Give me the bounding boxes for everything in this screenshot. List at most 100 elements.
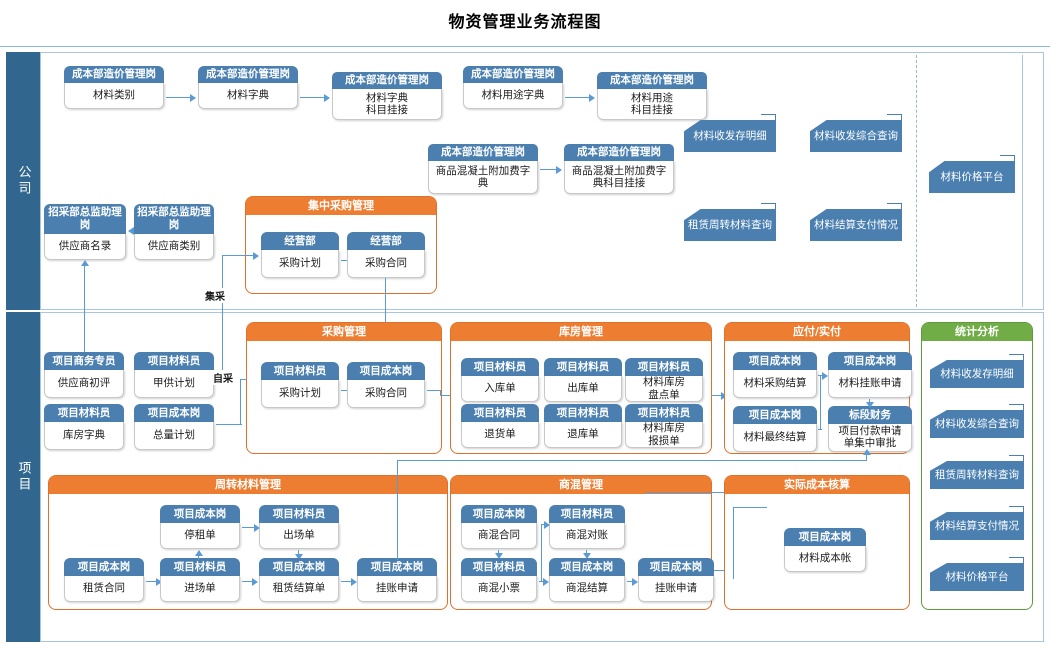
process-box-material-usage-subject-link[interactable]: 成本部造价管理岗 材料用途 科目挂接 — [597, 72, 707, 120]
process-box-task: 材料最终结算 — [733, 424, 817, 452]
process-box-role: 项目成本岗 — [784, 528, 866, 546]
connector — [440, 390, 442, 396]
process-box-task: 采购合同 — [347, 380, 425, 408]
connector — [242, 581, 254, 583]
process-box-task: 材料挂账申请 — [828, 370, 912, 398]
connector — [216, 424, 242, 426]
process-box-project-purchase-contract[interactable]: 项目成本岗 采购合同 — [347, 362, 425, 408]
process-box-task: 进场单 — [160, 576, 240, 602]
process-box-material-usage-dictionary[interactable]: 成本部造价管理岗 材料用途字典 — [463, 66, 563, 118]
process-box-concrete-surcharge-dictionary[interactable]: 成本部造价管理岗 商品混凝土附加费字典 — [428, 144, 538, 194]
process-box-task: 租赁合同 — [64, 576, 144, 602]
report-label: 材料收发存明细 — [684, 120, 776, 152]
connector — [733, 507, 767, 509]
process-box-task: 供应商名录 — [44, 234, 126, 260]
process-box-task: 出场单 — [259, 523, 339, 549]
connector — [712, 395, 724, 397]
process-box-supplier-category[interactable]: 招采部总监助理岗 供应商类别 — [134, 204, 214, 260]
process-box-role: 项目材料员 — [160, 558, 240, 576]
process-box-role: 项目材料员 — [44, 404, 124, 422]
process-box-concrete-settlement[interactable]: 项目成本岗 商混结算 — [549, 558, 625, 602]
lane-label-company: 公司 — [6, 52, 40, 310]
process-box-role: 项目成本岗 — [134, 404, 214, 422]
process-box-material-accrual-request[interactable]: 项目成本岗 材料挂账申请 — [828, 352, 912, 398]
process-box-return-warehouse-order[interactable]: 项目材料员 退库单 — [544, 404, 622, 448]
report-label: 材料价格平台 — [930, 563, 1024, 591]
process-box-owner-supply-plan[interactable]: 项目材料员 甲供计划 — [134, 352, 214, 398]
process-box-role: 项目成本岗 — [160, 505, 240, 523]
edge-label-self-purchase: 自采 — [212, 370, 234, 385]
process-box-material-purchase-settlement[interactable]: 项目成本岗 材料采购结算 — [733, 352, 817, 398]
process-box-concrete-surcharge-subject-link[interactable]: 成本部造价管理岗 商品混凝土附加费字典科目挂接 — [564, 144, 674, 194]
process-box-total-quantity-plan[interactable]: 项目成本岗 总量计划 — [134, 404, 214, 450]
process-box-role: 成本部造价管理岗 — [597, 72, 707, 89]
process-box-task: 商混小票 — [461, 576, 537, 602]
process-box-task: 商品混凝土附加费字典科目挂接 — [564, 161, 674, 194]
process-box-concrete-contract[interactable]: 项目成本岗 商混合同 — [461, 505, 537, 549]
process-box-material-category[interactable]: 成本部造价管理岗 材料类别 — [64, 66, 164, 118]
process-box-central-purchase-plan[interactable]: 经营部 采购计划 — [261, 232, 339, 278]
edge-label-central-purchase: 集采 — [204, 288, 226, 303]
process-box-material-final-settlement[interactable]: 项目成本岗 材料最终结算 — [733, 406, 817, 452]
stat-report-material-receipt-detail[interactable]: 材料收发存明细 — [930, 354, 1024, 388]
report-label: 材料收发综合查询 — [930, 410, 1024, 438]
process-box-warehouse-stocktaking[interactable]: 项目材料员 材料库房 盘点单 — [625, 358, 703, 402]
process-box-concrete-reconciliation[interactable]: 项目材料员 商混对账 — [549, 505, 625, 549]
connector — [146, 581, 158, 583]
process-box-lease-settlement-order[interactable]: 项目成本岗 租赁结算单 — [259, 558, 339, 602]
process-box-concrete-ticket[interactable]: 项目材料员 商混小票 — [461, 558, 537, 602]
process-box-role: 经营部 — [261, 232, 339, 250]
process-box-lease-contract[interactable]: 项目成本岗 租赁合同 — [64, 558, 144, 602]
process-box-task: 材料库房 报损单 — [625, 422, 703, 448]
process-box-role: 项目成本岗 — [828, 352, 912, 370]
process-box-task: 采购计划 — [261, 380, 339, 408]
process-box-return-goods-order[interactable]: 项目材料员 退货单 — [461, 404, 539, 448]
process-box-turnover-accrual-request[interactable]: 项目成本岗 挂账申请 — [357, 558, 437, 602]
stat-report-material-price-platform[interactable]: 材料价格平台 — [930, 557, 1024, 591]
process-box-concrete-accrual-request[interactable]: 项目成本岗 挂账申请 — [638, 558, 714, 602]
stat-report-material-settlement-payment[interactable]: 材料结算支付情况 — [930, 506, 1024, 540]
process-box-task: 材料库房 盘点单 — [625, 376, 703, 402]
report-label: 材料结算支付情况 — [930, 512, 1024, 540]
report-material-comprehensive-query[interactable]: 材料收发综合查询 — [810, 114, 902, 152]
process-box-enter-site-order[interactable]: 项目材料员 进场单 — [160, 558, 240, 602]
report-material-settlement-payment[interactable]: 材料结算支付情况 — [810, 203, 902, 241]
process-box-task: 库房字典 — [44, 422, 124, 450]
page-title: 物资管理业务流程图 — [448, 12, 602, 31]
arrowhead — [582, 553, 591, 559]
process-box-task: 挂账申请 — [638, 576, 714, 602]
process-box-warehouse-loss-report[interactable]: 项目材料员 材料库房 报损单 — [625, 404, 703, 448]
process-box-central-purchase-contract[interactable]: 经营部 采购合同 — [347, 232, 425, 278]
process-box-material-dict-subject-link[interactable]: 成本部造价管理岗 材料字典 科目挂接 — [332, 72, 442, 120]
process-box-inbound-order[interactable]: 项目材料员 入库单 — [461, 358, 539, 402]
report-label: 材料结算支付情况 — [810, 209, 902, 241]
process-box-role: 项目成本岗 — [347, 362, 425, 380]
process-box-project-purchase-plan[interactable]: 项目材料员 采购计划 — [261, 362, 339, 408]
process-box-task: 商混对账 — [549, 523, 625, 549]
report-rental-turnover-query[interactable]: 租赁周转材料查询 — [684, 203, 776, 241]
arrowhead — [156, 577, 162, 586]
report-material-receipt-detail[interactable]: 材料收发存明细 — [684, 114, 776, 152]
process-box-outbound-order[interactable]: 项目材料员 出库单 — [544, 358, 622, 402]
group-title: 集中采购管理 — [246, 197, 436, 215]
process-box-role: 成本部造价管理岗 — [64, 66, 164, 83]
arrowhead — [494, 553, 503, 559]
report-material-price-platform[interactable]: 材料价格平台 — [929, 155, 1015, 193]
arrowhead — [351, 577, 357, 586]
arrowhead — [632, 577, 638, 586]
connector — [540, 169, 558, 171]
process-box-payment-request-batch-approval[interactable]: 标段财务 项目付款申请 单集中审批 — [828, 406, 912, 452]
stat-report-rental-turnover-query[interactable]: 租赁周转材料查询 — [930, 455, 1024, 489]
process-box-material-dictionary[interactable]: 成本部造价管理岗 材料字典 — [198, 66, 298, 118]
connector — [84, 266, 86, 376]
process-box-stop-rent-order[interactable]: 项目成本岗 停租单 — [160, 505, 240, 549]
process-box-supplier-directory[interactable]: 招采部总监助理岗 供应商名录 — [44, 204, 126, 260]
process-box-warehouse-dictionary[interactable]: 项目材料员 库房字典 — [44, 404, 124, 450]
process-box-supplier-preliminary-review[interactable]: 项目商务专员 供应商初评 — [44, 352, 124, 398]
arrowhead — [556, 165, 562, 174]
process-box-role: 项目成本岗 — [638, 558, 714, 576]
process-box-material-cost-ledger[interactable]: 项目成本岗 材料成本帐 — [784, 528, 866, 572]
arrowhead — [822, 371, 828, 380]
stat-report-material-comprehensive-query[interactable]: 材料收发综合查询 — [930, 404, 1024, 438]
process-box-exit-site-order[interactable]: 项目材料员 出场单 — [259, 505, 339, 549]
